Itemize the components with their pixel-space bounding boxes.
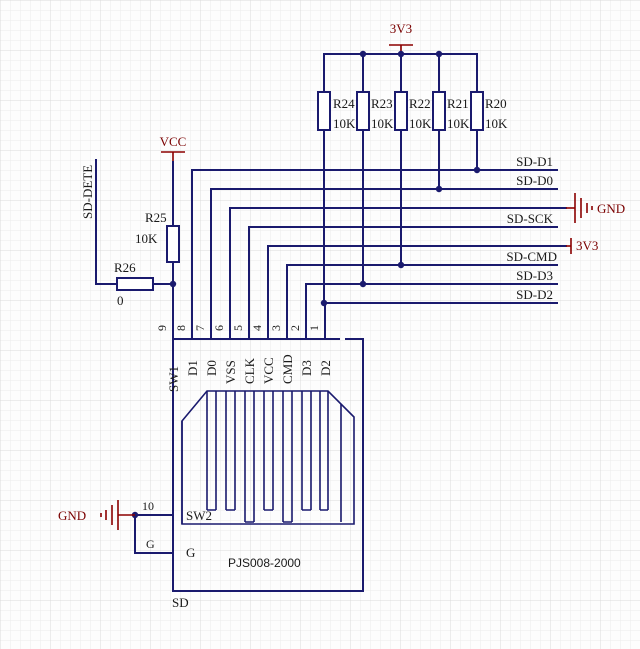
pin-name-vcc: VCC [261,357,276,384]
net-wire-vss-gnd [229,207,567,340]
net-wire-sd-cmd [286,264,558,340]
resistor-r20: R20 10K [470,53,508,171]
pin-number-6: 6 [212,325,226,331]
card-contact [319,391,329,511]
pin-name-sw1: SW1 [166,366,181,392]
power-label-3v3-top: 3V3 [390,21,412,36]
resistor-r25: R25 10K [135,161,180,340]
card-contact [301,391,312,511]
pin-name-vss: VSS [223,360,238,384]
pin-name-d1: D1 [185,360,200,376]
power-label-3v3-right: 3V3 [576,238,598,253]
power-label-gnd-right: GND [597,201,625,216]
resistor-ref: R26 [114,260,136,275]
resistor-value: 10K [371,116,394,131]
resistor-value: 0 [117,293,124,308]
net-label-sd-d0: SD-D0 [516,173,553,188]
net-label-sd-sck: SD-SCK [507,211,554,226]
pin-number-4: 4 [250,325,264,331]
card-contact [225,391,236,511]
power-label-gnd-left: GND [58,508,86,523]
card-contact [244,391,255,523]
power-3v3-right: 3V3 [566,238,598,254]
net-wire-sd-sck [248,226,558,340]
resistor-value: 10K [135,231,158,246]
resistor-ref: R23 [371,96,393,111]
net-wire-sd-d3 [305,283,558,340]
resistor-ref: R20 [485,96,507,111]
power-label-vcc: VCC [160,134,187,149]
pin-name-d3: D3 [299,360,314,376]
card-contact [282,391,293,523]
net-label-sd-cmd: SD-CMD [506,249,557,264]
resistor-r21: R21 10K [432,53,470,190]
card-contact [181,391,217,524]
pin-number-10: 10 [142,499,154,513]
pin-number-8: 8 [174,325,188,331]
ground-icon-left: GND [58,500,135,530]
net-label-sd-dete: SD-DETE [80,165,95,219]
connector-outline [172,338,364,592]
pin-name-g: G [186,545,195,560]
resistor-ref: R25 [145,210,167,225]
junction-dot [435,185,443,193]
pin-number-5: 5 [231,325,245,331]
pin-name-d0: D0 [204,360,219,376]
junction-dot [397,261,405,269]
junction-dot [320,299,328,307]
pin-number-3: 3 [269,325,283,331]
resistor-value: 10K [447,116,470,131]
pin-number-g: G [146,537,155,551]
power-3v3-top: 3V3 [389,21,413,54]
sd-connector: SW1 D1 D0 VSS CLK VCC CMD D3 D2 9 8 7 6 … [155,325,364,610]
resistor-ref: R24 [333,96,355,111]
pin-name-d2: D2 [318,360,333,376]
designator-sd: SD [172,595,189,610]
pin-name-clk: CLK [242,357,257,384]
ground-icon-right: GND [566,193,625,223]
resistor-r23: R23 10K [356,53,394,285]
resistor-r26: R26 0 [95,159,174,308]
resistor-value: 10K [333,116,356,131]
net-wire-sd-d1 [191,169,558,340]
card-contact [263,391,274,511]
resistor-value: 10K [409,116,432,131]
resistor-r24: R24 10K [317,53,356,304]
pin-number-2: 2 [288,325,302,331]
pin-number-7: 7 [193,325,207,331]
power-vcc: VCC [160,134,187,162]
resistor-r22: R22 10K [394,53,432,266]
junction-dot [359,280,367,288]
net-label-sd-d1: SD-D1 [516,154,553,169]
junction-dot [169,280,177,288]
part-number: PJS008-2000 [228,556,301,570]
resistor-value: 10K [485,116,508,131]
net-label-sd-d2: SD-D2 [516,287,553,302]
net-wire-vcc-3v3 [267,245,567,340]
pin-number-1: 1 [307,325,321,331]
resistor-ref: R21 [447,96,469,111]
pin-name-cmd: CMD [280,354,295,384]
wire-g [134,514,174,554]
junction-dot [473,166,481,174]
resistor-ref: R22 [409,96,431,111]
net-label-sd-d3: SD-D3 [516,268,553,283]
pin-name-sw2: SW2 [186,508,212,523]
pin-number-9: 9 [155,325,169,331]
